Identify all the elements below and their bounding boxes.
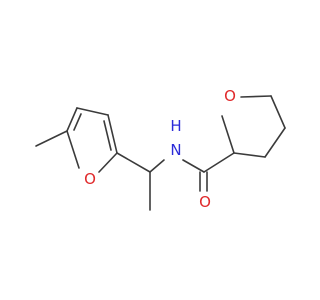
bond-thf-o-c5 <box>240 95 272 98</box>
bond-furan-c2-c3 <box>107 114 118 154</box>
bond-furan-c5-o <box>66 130 80 169</box>
bond-ch-n <box>149 159 165 173</box>
thf-oxygen-label: O <box>224 87 236 105</box>
amide-nitrogen-label: N <box>170 141 181 159</box>
bond-carbonyl-thf <box>203 152 235 173</box>
bond-thf-c4-c3 <box>264 127 286 158</box>
amide-hydrogen-label: H <box>170 117 181 135</box>
structure-diagram: O N H O O <box>35 87 286 211</box>
bond-furan-c2-c3-double <box>103 120 112 151</box>
bond-furan-c3-c4 <box>76 107 109 116</box>
bond-c2-ch <box>116 152 151 173</box>
bond-methyl-c5 <box>35 130 68 147</box>
molecule-svg: O N H O O <box>35 87 286 211</box>
bond-thf-c5-c4 <box>270 95 286 129</box>
bond-furan-o-c2 <box>98 152 118 173</box>
bond-n-carbonyl <box>182 159 205 173</box>
bond-thf-c3-c2 <box>233 152 266 158</box>
bond-thf-c2-o <box>221 115 235 154</box>
furan-oxygen-label: O <box>84 170 96 188</box>
bond-furan-c4-c5-double <box>73 113 82 131</box>
bond-furan-c4-c5 <box>66 107 78 132</box>
carbonyl-oxygen-label: O <box>199 193 211 211</box>
